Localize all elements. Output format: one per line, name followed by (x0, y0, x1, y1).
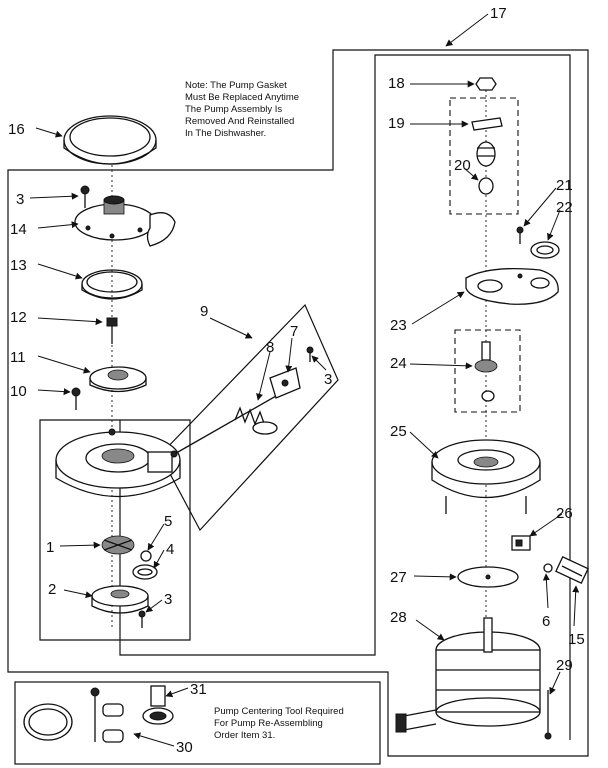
screw-3-top (80, 185, 90, 208)
callout-6: 6 (542, 613, 550, 630)
screw-3-side (306, 346, 314, 362)
washer-6 (543, 563, 553, 573)
motor-mount-25 (431, 439, 541, 514)
bushing-20 (478, 177, 494, 195)
check-valve-4 (132, 564, 158, 580)
callout-1: 1 (46, 539, 54, 556)
callout-8: 8 (266, 339, 274, 356)
callout-20: 20 (454, 157, 471, 174)
solenoid-cover-7 (269, 367, 301, 399)
screw-29 (544, 690, 552, 740)
callout-9: 9 (200, 303, 208, 320)
solenoid-8 (170, 387, 291, 458)
motor-28 (395, 617, 541, 733)
kit-30-parts (23, 687, 124, 743)
callout-15: 15 (568, 631, 585, 648)
callout-19: 19 (388, 115, 405, 132)
callout-24: 24 (390, 355, 407, 372)
callout-11: 11 (10, 349, 26, 366)
screw-21 (516, 226, 524, 244)
slinger-27 (457, 566, 519, 588)
callout-28: 28 (390, 609, 407, 626)
callout-26: 26 (556, 505, 573, 522)
callout-2: 2 (48, 581, 56, 598)
item-24-dashed-box (454, 329, 521, 413)
centering-tool-note: Pump Centering Tool Required For Pump Re… (214, 706, 344, 741)
note-line-5: In The Dishwasher. (185, 128, 266, 139)
leader-lines (29, 13, 580, 747)
screw-12 (106, 317, 118, 344)
ball-5 (140, 550, 152, 562)
note-line-4: Removed And Reinstalled (185, 116, 294, 127)
callout-29: 29 (556, 657, 573, 674)
mounting-plate-23 (465, 268, 559, 305)
pump-subassembly-outline (39, 419, 191, 641)
seal-19 (471, 117, 503, 167)
grommet-22 (530, 241, 560, 259)
tool-note-line-1: Pump Centering Tool Required (214, 706, 344, 717)
callout-16: 16 (8, 121, 25, 138)
screw-10 (71, 387, 81, 410)
callout-10: 10 (10, 383, 27, 400)
pump-housing (55, 428, 181, 498)
pump-gasket-note: Note: The Pump Gasket Must Be Replaced A… (185, 80, 299, 139)
callout-25: 25 (390, 423, 407, 440)
item-30-kit-outline (14, 681, 381, 765)
callout-22: 22 (556, 199, 573, 216)
callout-30: 30 (176, 739, 193, 756)
callout-21: 21 (556, 177, 573, 194)
callout-17: 17 (490, 5, 507, 22)
note-line-3: The Pump Assembly Is (185, 104, 282, 115)
tool-note-line-2: For Pump Re-Assembling (214, 718, 323, 729)
shaft-coupling-24 (474, 341, 498, 402)
callout-3-side: 3 (324, 371, 332, 388)
o-ring-13 (81, 269, 143, 300)
screw-3-bottom (138, 610, 146, 628)
callout-7: 7 (290, 323, 298, 340)
callout-23: 23 (390, 317, 407, 334)
nut-18 (475, 77, 497, 91)
callout-14: 14 (10, 221, 27, 238)
main-assembly-outline (7, 49, 589, 757)
callout-27: 27 (390, 569, 407, 586)
callout-12: 12 (10, 309, 27, 326)
pump-gasket-16 (63, 115, 157, 165)
impeller-11 (89, 366, 147, 393)
clip-26 (511, 535, 531, 551)
chopper-1 (101, 535, 135, 555)
callout-13: 13 (10, 257, 27, 274)
item-9-outline (159, 303, 339, 532)
callout-3-top: 3 (16, 191, 24, 208)
centering-tool-31 (142, 685, 174, 725)
callout-numbers: 16 3 14 13 12 11 10 9 8 7 3 1 2 5 4 3 17… (8, 5, 585, 756)
item-19-dashed-box (449, 97, 519, 215)
note-line-1: Note: The Pump Gasket (185, 80, 287, 91)
callout-5: 5 (164, 513, 172, 530)
callout-4: 4 (166, 541, 174, 558)
callout-18: 18 (388, 75, 405, 92)
note-line-2: Must Be Replaced Anytime (185, 92, 299, 103)
tool-note-line-3: Order Item 31. (214, 730, 275, 741)
thermal-fuse-15 (555, 555, 589, 585)
callout-3-bottom: 3 (164, 591, 172, 608)
pump-cover-14 (74, 195, 176, 247)
callout-31: 31 (190, 681, 207, 698)
motor-mount-outline (119, 54, 571, 740)
